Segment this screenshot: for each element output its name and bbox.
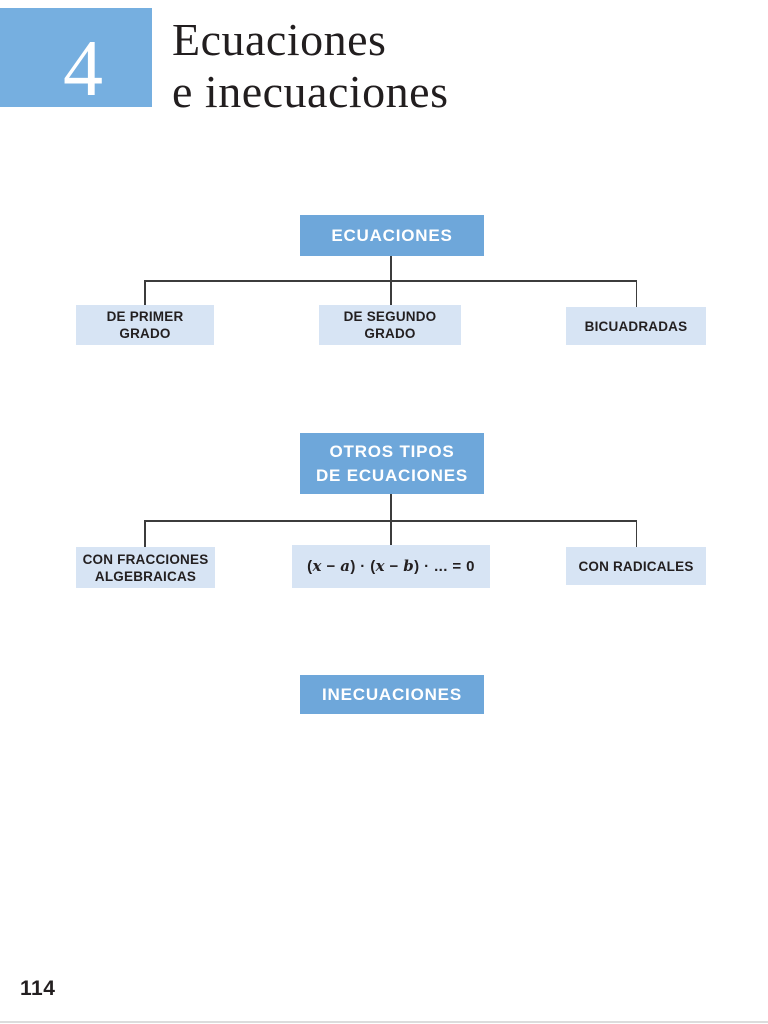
formula-part: ) · ( (350, 558, 376, 575)
node-otros-tipos-line1: OTROS TIPOS (329, 441, 455, 461)
node-ecuacion-factorizada: (x − a) · (x − b) · ... = 0 (292, 545, 490, 588)
node-ecuaciones: ECUACIONES (300, 215, 484, 256)
page-number: 114 (20, 977, 56, 1000)
node-ecuaciones-label: ECUACIONES (331, 225, 453, 245)
node-bicuadradas-label: BICUADRADAS (584, 318, 688, 334)
node-inecuaciones-label: INECUACIONES (322, 684, 462, 704)
formula-var-a: a (340, 557, 351, 575)
formula-part: − (384, 558, 404, 575)
connector-otros-center (390, 494, 392, 545)
node-inecuaciones: INECUACIONES (300, 675, 484, 714)
node-otros-tipos-line2: DE ECUACIONES (315, 465, 469, 485)
node-de-segundo-grado: DE SEGUNDO GRADO (319, 305, 461, 345)
node-bicuadradas: BICUADRADAS (566, 307, 706, 345)
node-otros-tipos: OTROS TIPOS DE ECUACIONES (300, 433, 484, 494)
formula-var-b: b (403, 557, 415, 575)
formula-var-x: x (375, 557, 385, 575)
connector-ecuaciones-right-drop (635, 280, 638, 307)
node-con-fracciones-line1: CON FRACCIONES (82, 551, 209, 567)
node-con-radicales-label: CON RADICALES (578, 558, 694, 574)
formula-part: ( (307, 558, 313, 575)
page-title-line2: e inecuaciones (172, 66, 449, 117)
chapter-number: 4 (63, 25, 103, 114)
page-title: Ecuaciones e inecuaciones (172, 14, 448, 118)
formula-var-x: x (312, 557, 322, 575)
page-bottom-rule (0, 1021, 768, 1023)
node-de-primer-grado-line2: GRADO (119, 326, 171, 341)
connector-ecuaciones-rail (144, 280, 637, 282)
node-de-primer-grado-line1: DE PRIMER (106, 309, 184, 324)
page-title-line1: Ecuaciones (172, 14, 387, 65)
node-con-fracciones-line2: ALGEBRAICAS (94, 568, 197, 584)
node-con-fracciones-algebraicas: CON FRACCIONES ALGEBRAICAS (76, 547, 215, 588)
connector-otros-right-drop (635, 520, 638, 547)
formula-part: − (321, 558, 341, 575)
connector-otros-left-drop (144, 520, 146, 547)
node-de-segundo-grado-line2: GRADO (364, 326, 416, 341)
node-de-segundo-grado-line1: DE SEGUNDO (343, 309, 437, 324)
node-de-primer-grado: DE PRIMER GRADO (76, 305, 214, 345)
factored-equation-formula: (x − a) · (x − b) · ... = 0 (307, 557, 475, 576)
connector-ecuaciones-left-drop (144, 280, 146, 305)
chapter-number-badge: 4 (0, 8, 152, 114)
node-con-radicales: CON RADICALES (566, 547, 706, 585)
formula-part: ) · ... = 0 (414, 558, 475, 575)
connector-otros-rail (144, 520, 637, 522)
